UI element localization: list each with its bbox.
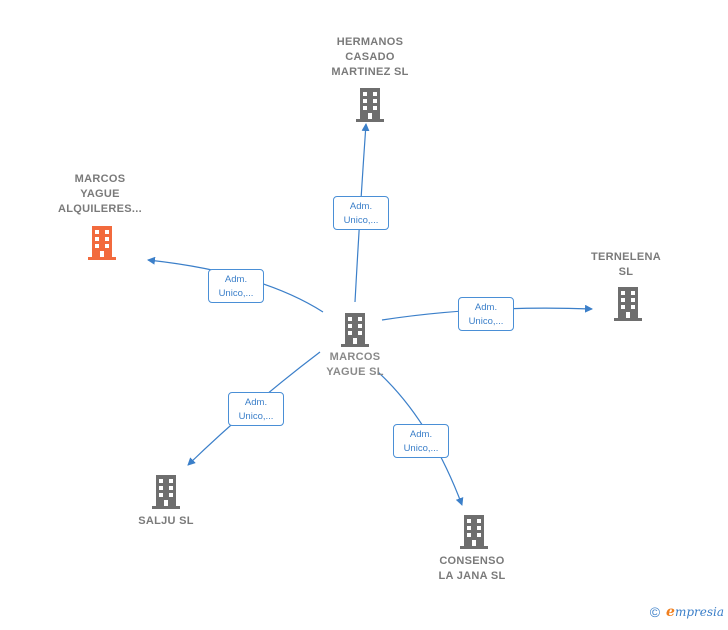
node-label-consenso[interactable]: CONSENSO LA JANA SL	[418, 554, 526, 584]
edge-label-alquileres[interactable]: Adm. Unico,...	[208, 269, 264, 303]
copyright-icon: ©	[649, 604, 661, 620]
node-label-line: CONSENSO	[439, 555, 505, 567]
edge-label-line: Adm.	[349, 201, 373, 212]
node-label-line: LA JANA SL	[438, 570, 506, 582]
edge-label-ternelena[interactable]: Adm. Unico,...	[458, 297, 514, 331]
node-label-line: TERNELENA	[591, 251, 661, 263]
node-label-line: MARCOS	[329, 351, 381, 363]
node-label-line: SL	[618, 266, 634, 278]
node-label-alquileres[interactable]: MARCOS YAGUE ALQUILERES...	[45, 172, 155, 217]
edge-label-line: Unico,...	[403, 443, 439, 454]
footer-brand: © empresia	[650, 604, 724, 620]
node-label-center[interactable]: MARCOS YAGUE SL	[305, 350, 405, 380]
node-label-line: YAGUE SL	[326, 366, 384, 378]
brand-initial: e	[666, 604, 675, 620]
node-label-salju[interactable]: SALJU SL	[116, 514, 216, 529]
building-icon[interactable]	[354, 86, 386, 122]
building-icon[interactable]	[86, 224, 118, 260]
building-icon[interactable]	[458, 513, 490, 549]
building-icon[interactable]	[612, 285, 644, 321]
edge-label-line: Unico,...	[468, 316, 504, 327]
edge-label-consenso[interactable]: Adm. Unico,...	[393, 424, 449, 458]
edge-label-salju[interactable]: Adm. Unico,...	[228, 392, 284, 426]
building-icon[interactable]	[150, 473, 182, 509]
edge-label-hermanos[interactable]: Adm. Unico,...	[333, 196, 389, 230]
brand-logo[interactable]: empresia	[666, 604, 724, 620]
node-label-line: CASADO	[345, 51, 395, 63]
node-label-line: SALJU SL	[138, 515, 194, 527]
node-label-ternelena[interactable]: TERNELENA SL	[580, 250, 672, 280]
edge-label-line: Unico,...	[218, 288, 254, 299]
edge-label-line: Unico,...	[238, 411, 274, 422]
node-label-hermanos[interactable]: HERMANOS CASADO MARTINEZ SL	[310, 35, 430, 80]
edge-label-line: Unico,...	[343, 215, 379, 226]
node-label-line: ALQUILERES...	[58, 203, 142, 215]
edge-label-line: Adm.	[474, 302, 498, 313]
node-label-line: HERMANOS	[336, 36, 404, 48]
node-label-line: MARCOS	[74, 173, 126, 185]
edge-label-line: Adm.	[244, 397, 268, 408]
node-label-line: MARTINEZ SL	[331, 66, 409, 78]
edge-label-line: Adm.	[409, 429, 433, 440]
node-label-line: YAGUE	[80, 188, 120, 200]
building-icon[interactable]	[339, 311, 371, 347]
brand-name: mpresia	[674, 605, 724, 619]
edge-label-line: Adm.	[224, 274, 248, 285]
